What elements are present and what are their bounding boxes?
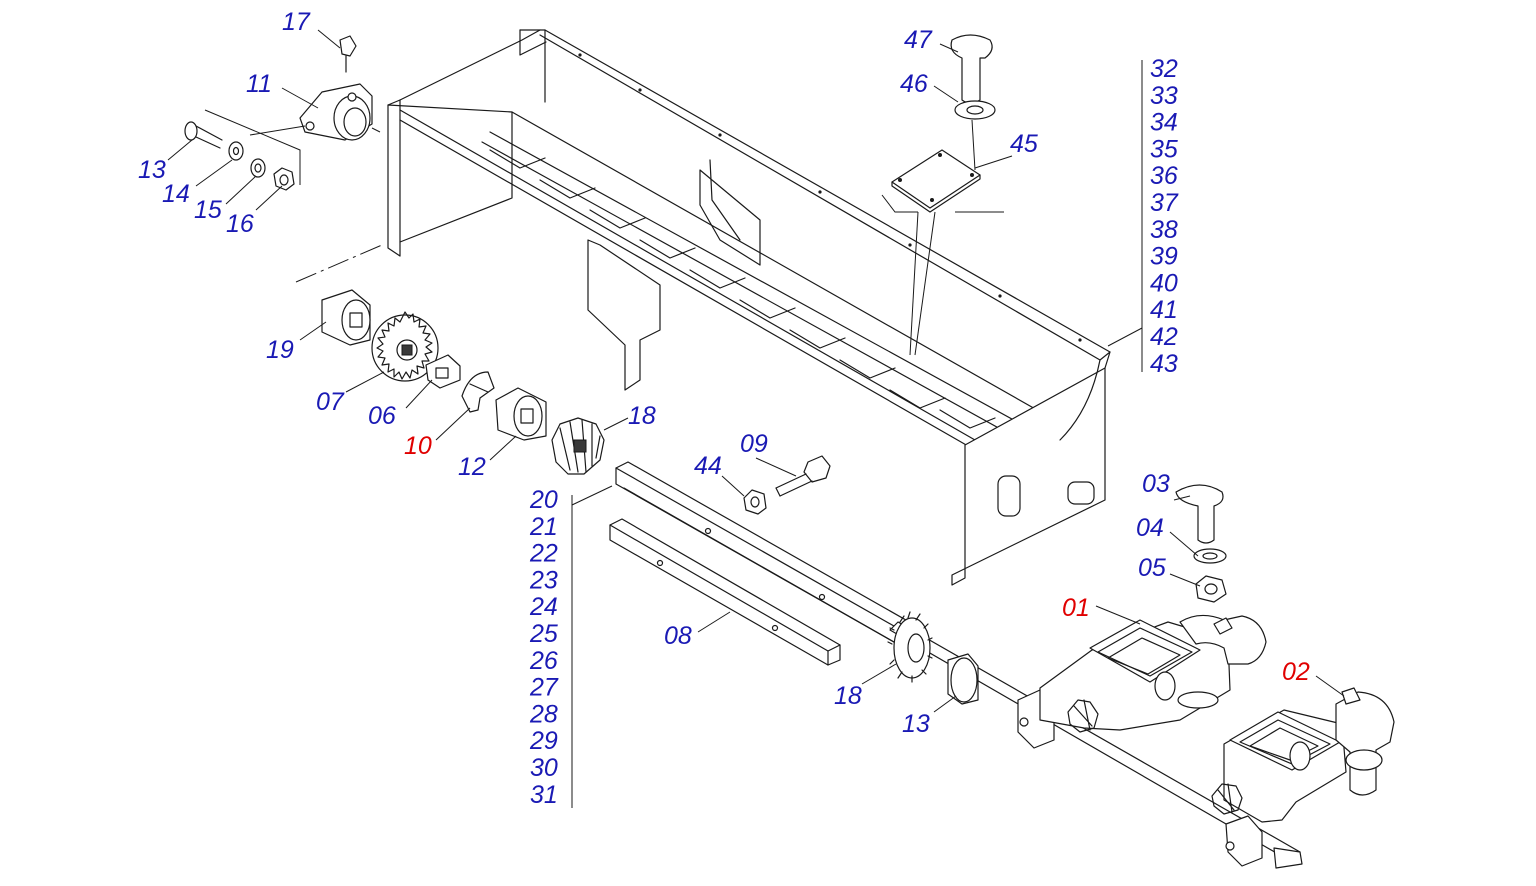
drive-shaft-assembly: [887, 611, 1395, 869]
left-group-label-31: 31: [530, 781, 558, 809]
right-group-label-41: 41: [1150, 296, 1178, 324]
left-group-label-27: 27: [529, 674, 559, 702]
left-group-label-21: 21: [529, 513, 558, 541]
callout-c13b: 13: [902, 710, 930, 738]
callout-c47: 47: [904, 26, 933, 54]
frame-assembly: [387, 29, 1111, 586]
callout-c04: 04: [1136, 514, 1164, 542]
right-group-label-40: 40: [1150, 269, 1178, 297]
callout-c14: 14: [162, 180, 190, 208]
bearing-assembly: [184, 35, 381, 191]
left-group-label-30: 30: [530, 754, 558, 782]
right-group-label-32: 32: [1150, 55, 1178, 83]
callout-c07: 07: [316, 388, 345, 416]
callout-c05: 05: [1138, 554, 1166, 582]
callout-c12: 12: [458, 453, 486, 481]
callout-c15: 15: [194, 196, 222, 224]
fastener-stack: [1175, 484, 1227, 603]
callout-c46: 46: [900, 70, 928, 98]
callout-c44: 44: [694, 452, 722, 480]
left-group-label-26: 26: [529, 647, 558, 675]
callout-c08: 08: [664, 622, 692, 650]
callout-c19: 19: [266, 336, 294, 364]
callout-c11: 11: [246, 70, 272, 98]
right-group-label-36: 36: [1150, 162, 1178, 190]
right-group-label-42: 42: [1150, 323, 1178, 351]
right-group-label-33: 33: [1150, 82, 1178, 110]
axis-line: [295, 244, 383, 283]
left-group-label-22: 22: [529, 540, 558, 568]
left-group-label-25: 25: [529, 620, 558, 648]
callout-c45: 45: [1010, 130, 1038, 158]
sprocket-07: [371, 311, 439, 382]
bolt-and-nut: [743, 455, 831, 515]
right-group-label-39: 39: [1150, 243, 1178, 271]
left-group-label-28: 28: [529, 700, 558, 728]
bevel-gear-18: [551, 417, 605, 475]
shaft-end-parts: [321, 289, 605, 475]
right-group-label-43: 43: [1150, 350, 1178, 378]
right-group-label-38: 38: [1150, 216, 1178, 244]
callout-c01: 01: [1062, 594, 1090, 622]
cover-plate-assembly: [881, 34, 1004, 356]
callout-c10: 10: [404, 432, 432, 460]
right-group-label-35: 35: [1150, 135, 1178, 163]
right-group-label-34: 34: [1150, 109, 1178, 137]
callout-leaders: [167, 29, 1345, 808]
right-group-label-37: 37: [1150, 189, 1179, 217]
callout-c18a: 18: [628, 402, 656, 430]
callout-c02: 02: [1282, 658, 1310, 686]
callout-c09: 09: [740, 430, 768, 458]
left-group-label-23: 23: [529, 566, 558, 594]
callout-c17: 17: [282, 8, 311, 36]
callout-c06: 06: [368, 402, 396, 430]
angle-bars: [609, 461, 921, 666]
left-group-label-24: 24: [529, 593, 558, 621]
left-group-label-20: 20: [529, 486, 558, 514]
left-group-label-29: 29: [529, 727, 558, 755]
callout-c03: 03: [1142, 470, 1170, 498]
callout-c16: 16: [226, 210, 254, 238]
callout-c18b: 18: [834, 682, 862, 710]
callout-c13a: 13: [138, 156, 166, 184]
